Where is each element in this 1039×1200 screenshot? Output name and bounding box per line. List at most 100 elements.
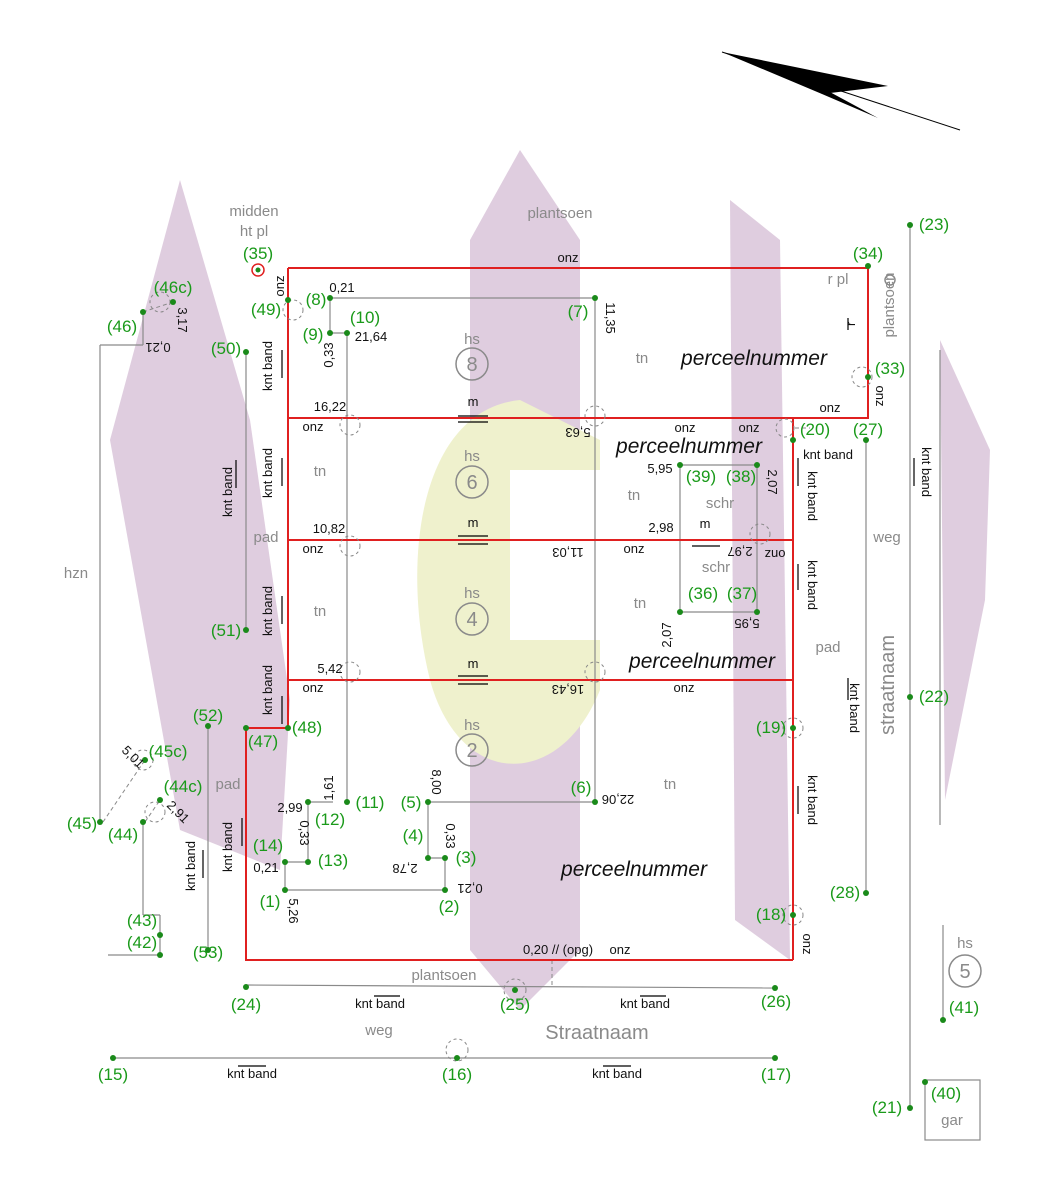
watermark-logo [110,150,990,1010]
point-52: (52) [193,706,223,725]
parcel-boundaries [245,267,869,961]
label-knt-band: knt band [847,683,862,733]
measure: 0,21 [457,881,482,896]
point-40: (40) [931,1084,961,1103]
label-onz: onz [303,541,324,556]
point-50: (50) [211,339,241,358]
point-44c: (44c) [164,777,203,796]
area-weg-right: weg [872,529,901,546]
label-schr: schr [702,559,730,576]
house-number-5: 5 [959,961,970,983]
point-14: (14) [253,836,283,855]
hs-label: hs [464,717,480,734]
label-knt-band: knt band [919,447,934,497]
point-5: (5) [401,793,422,812]
house-number-4: 4 [466,609,477,631]
measure: 0,33 [321,342,336,367]
point-23: (23) [919,215,949,234]
point-20: (20) [800,420,830,439]
label-m: m [468,394,479,409]
measure: 5,42 [317,661,342,676]
measure: 16,22 [314,399,347,414]
label-knt-band: knt band [620,996,670,1011]
label-onz: onz [800,934,815,955]
label-onz: onz [820,400,841,415]
measure: 2,99 [277,800,302,815]
measurement-lines [99,225,981,1141]
label-schr: schr [706,495,734,512]
label-r: r [843,321,858,326]
label-knt-band: knt band [260,448,275,498]
point-27: (27) [853,420,883,439]
measure: 1,61 [321,775,336,800]
measure: 2,78 [392,861,417,876]
label-tn: tn [628,487,641,504]
parcel-name: perceelnummer [628,650,776,673]
point-28: (28) [830,883,860,902]
label-onz: onz [303,680,324,695]
label-tn: tn [636,350,649,367]
point-47: (47) [248,732,278,751]
hs-label: hs [464,585,480,602]
house-number-6: 6 [466,472,477,494]
survey-points [97,222,946,1111]
measure: 8,00 [429,769,444,794]
point-39: (39) [686,467,716,486]
area-pad-lower: pad [215,776,240,793]
label-onz: onz [610,942,631,957]
point-45c: (45c) [149,742,188,761]
label-onz: onz [873,386,888,407]
point-13: (13) [318,851,348,870]
label-knt-band: knt band [805,775,820,825]
point-44: (44) [108,825,138,844]
point-10: (10) [350,308,380,327]
point-12: (12) [315,810,345,829]
label-onz: onz [558,250,579,265]
point-53: (53) [193,943,223,962]
point-33: (33) [875,359,905,378]
point-1: (1) [260,892,281,911]
label-knt-band: knt band [805,560,820,610]
label-onz: onz [303,419,324,434]
point-35: (35) [243,244,273,263]
measure: 10,82 [313,521,346,536]
point-46: (46) [107,317,137,336]
point-18: (18) [756,905,786,924]
measure: 0,33 [297,820,312,845]
point-41: (41) [949,998,979,1017]
point-49: (49) [251,300,281,319]
label-knt-band: knt band [220,822,235,872]
point-15: (15) [98,1065,128,1084]
garage-label: gar [941,1112,963,1129]
label-onz: onz [674,680,695,695]
north-arrow-icon [721,51,961,131]
measure: 2,98 [648,520,673,535]
area-pad-right: pad [815,639,840,656]
label-knt-band: knt band [803,447,853,462]
street-name-bottom: Straatnaam [545,1022,648,1044]
measure: 22,06 [602,792,635,807]
label-tn: tn [634,595,647,612]
point-37: (37) [727,584,757,603]
label-m: m [468,656,479,671]
label-knt-band: knt band [592,1066,642,1081]
point-42: (42) [127,933,157,952]
point-26: (26) [761,992,791,1011]
point-38: (38) [726,467,756,486]
house-number-2: 2 [466,740,477,762]
point-45: (45) [67,814,97,833]
street-name-right: straatnaam [877,635,899,735]
measure: 0,21 [145,340,170,355]
label-midden: midden [229,203,278,220]
area-plantsoen-top: plantsoen [527,205,592,222]
point-8: (8) [306,290,327,309]
measure: 2,07 [659,622,674,647]
point-4: (4) [403,826,424,845]
point-25: (25) [500,995,530,1014]
label-knt-band: knt band [260,586,275,636]
parcel-name: perceelnummer [680,347,828,370]
measure: 0,21 [329,280,354,295]
label-onz: onz [272,276,287,297]
measure: 2,07 [765,469,780,494]
measure: 0,21 [253,860,278,875]
